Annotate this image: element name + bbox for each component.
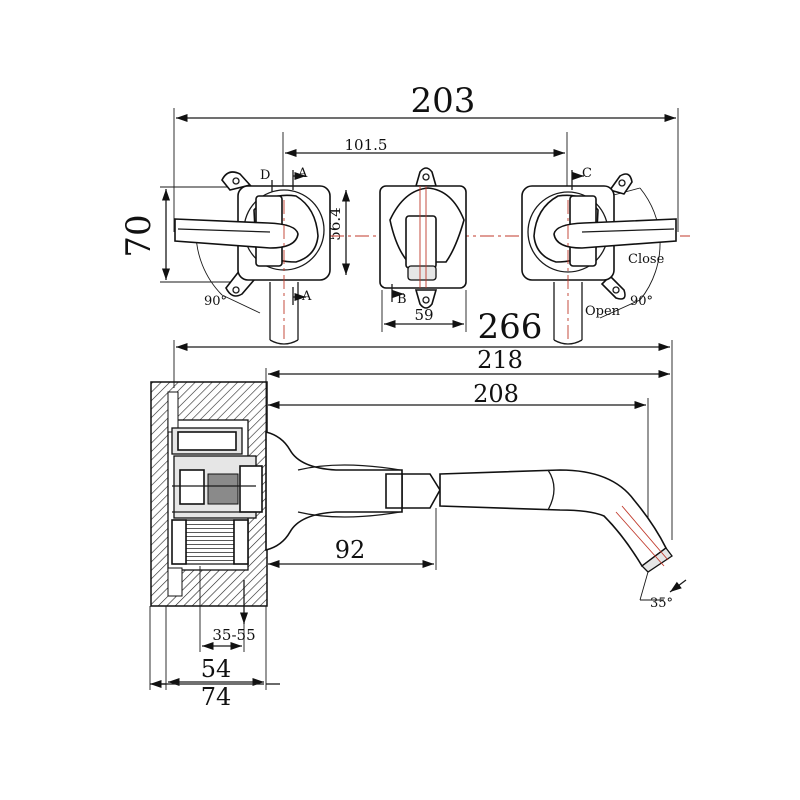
sec-a-top-label: A xyxy=(297,166,308,181)
right-valve: Close Open 90° C xyxy=(521,166,677,345)
dim-angle-35: 35° xyxy=(639,571,687,611)
dim-208-label: 208 xyxy=(473,380,519,408)
dim-266-label: 266 xyxy=(478,307,543,347)
dim-74-label: 74 xyxy=(201,683,232,711)
dim-depth-74: 74 xyxy=(149,606,280,711)
dim-projection-total xyxy=(173,340,673,540)
dim-spout-218: 218 xyxy=(265,346,670,440)
left-valve: 90° D A xyxy=(174,166,331,345)
close-label: Close xyxy=(628,252,665,267)
right-handle xyxy=(553,218,677,249)
open-label: Open xyxy=(585,304,621,319)
left-handle xyxy=(174,218,299,249)
dim-54-label: 54 xyxy=(201,655,232,683)
side-view: 218 208 xyxy=(149,340,687,711)
dim-handle-spacing: 101.5 xyxy=(282,132,568,190)
dim-92-label: 92 xyxy=(335,536,366,564)
dim-spout-92: 92 xyxy=(268,508,437,570)
right-flange-ears xyxy=(600,173,633,300)
dim-218-label: 218 xyxy=(477,346,523,374)
dim-wall-depth: 35-55 xyxy=(199,566,256,652)
rot-right-label: 90° xyxy=(630,294,653,309)
spout-plate: B 59 xyxy=(379,167,467,332)
sec-c-label: C xyxy=(582,166,592,181)
sec-b-label: B xyxy=(397,292,407,307)
dim-35-label: 35° xyxy=(650,596,673,611)
dim-70-label: 70 xyxy=(119,214,159,257)
dim-35-55-label: 35-55 xyxy=(212,626,255,644)
dim-203-label: 203 xyxy=(411,81,476,121)
rot-left-label: 90° xyxy=(204,294,227,309)
sec-d-label: D xyxy=(260,168,270,183)
dim-total-width: 203 xyxy=(173,81,679,232)
dim-depth-54: 54 xyxy=(165,606,267,690)
valve-body xyxy=(171,427,263,565)
spout-body xyxy=(265,430,673,573)
dim-59-label: 59 xyxy=(414,306,433,324)
dim-spout-208: 208 xyxy=(268,380,649,530)
top-view: 203 101.5 70 56.4 90° xyxy=(119,81,690,347)
sec-a-bottom-label: A xyxy=(301,289,312,304)
dim-101-5-label: 101.5 xyxy=(345,136,388,154)
